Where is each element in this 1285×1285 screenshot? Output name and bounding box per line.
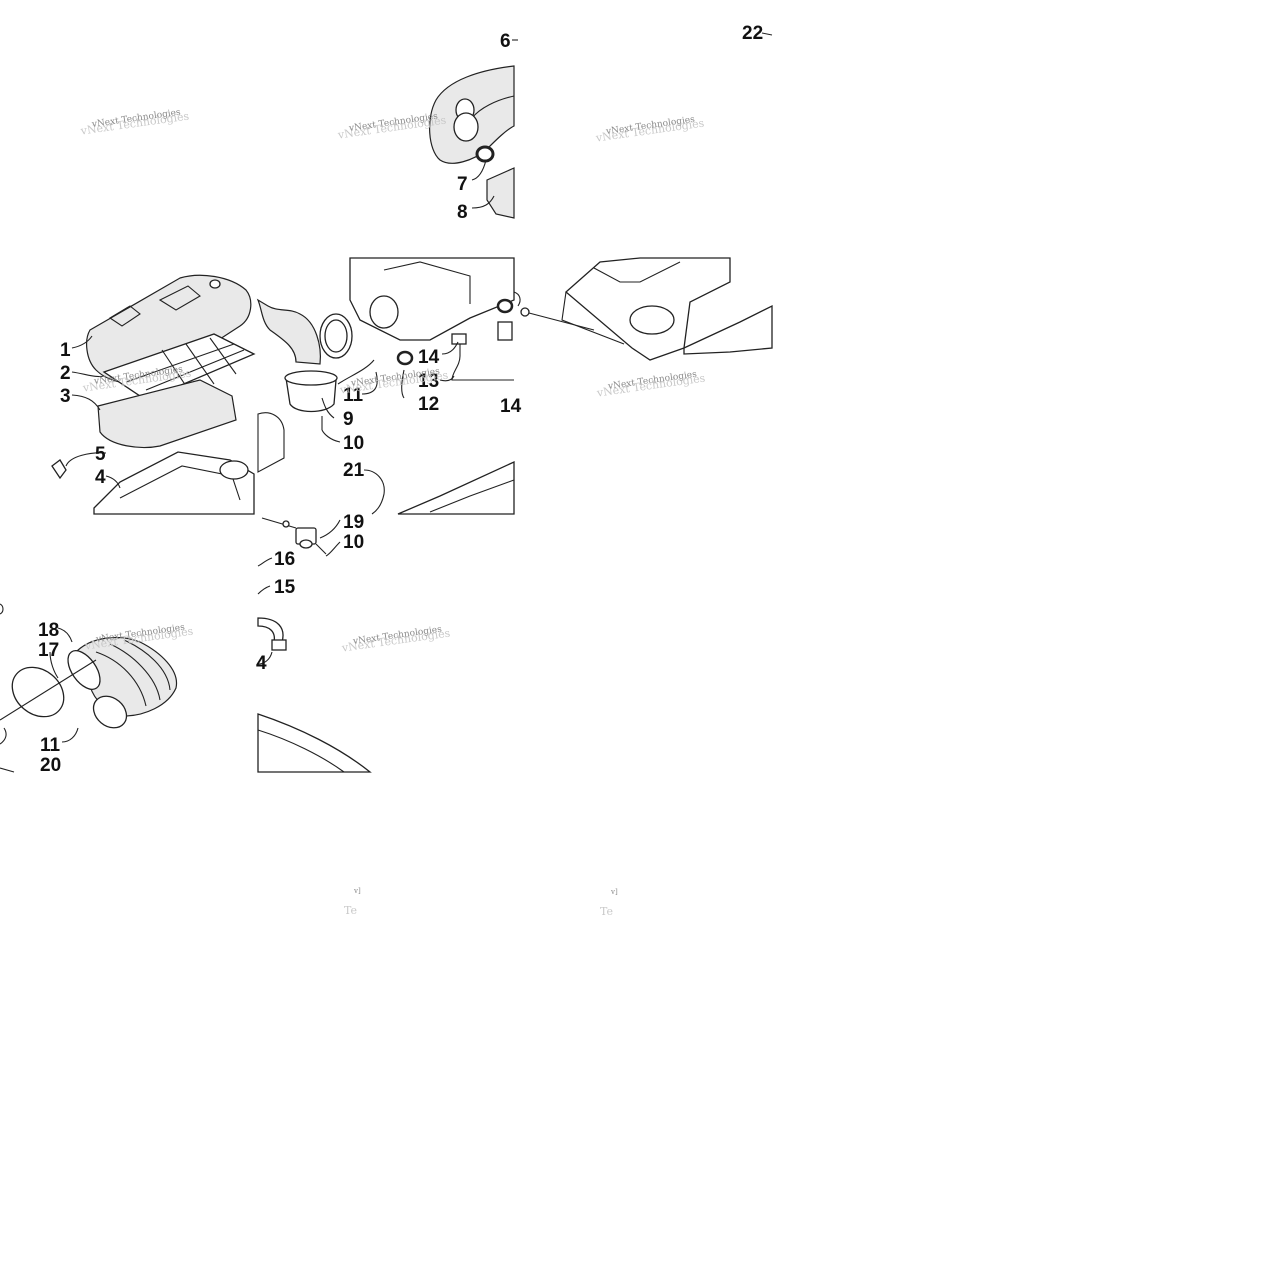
callout-4-b: 4 xyxy=(256,653,267,674)
drain-valve-part xyxy=(396,298,514,381)
callout-12: 12 xyxy=(418,394,439,415)
callout-11: 11 xyxy=(343,385,364,406)
air-duct-part xyxy=(513,257,773,361)
leader-22 xyxy=(761,32,773,36)
airbox-housing-part xyxy=(349,257,515,341)
intake-elbow-part xyxy=(256,298,353,365)
callout-5: 5 xyxy=(95,444,106,465)
callout-8: 8 xyxy=(457,202,468,223)
svg-text:v]: v] xyxy=(353,887,361,895)
callout-20: 20 xyxy=(40,755,61,776)
callout-7: 7 xyxy=(457,174,468,195)
gasket-lower-part xyxy=(257,713,372,773)
callout-14-b: 14 xyxy=(500,396,522,417)
airbox-cover-part xyxy=(86,274,252,385)
callout-11-b: 11 xyxy=(40,735,61,756)
intake-boot-part xyxy=(429,39,518,219)
callout-22: 22 xyxy=(742,23,763,44)
callout-16: 16 xyxy=(274,549,295,570)
tee-fitting-part xyxy=(261,517,327,555)
callout-17: 17 xyxy=(38,640,59,661)
hose-clamp-part xyxy=(0,659,128,745)
svg-text:Te: Te xyxy=(344,904,357,917)
callout-3: 3 xyxy=(60,386,71,407)
airbox-base-part xyxy=(51,451,255,515)
filter-frame-part xyxy=(97,379,237,449)
callout-2: 2 xyxy=(60,363,71,384)
callout-21: 21 xyxy=(343,460,365,481)
callout-10-b: 10 xyxy=(343,532,364,553)
callout-13: 13 xyxy=(418,371,439,392)
callout-14: 14 xyxy=(418,347,440,368)
air-filter-part xyxy=(102,333,256,401)
callout-9: 9 xyxy=(343,409,354,430)
hose-part xyxy=(257,617,287,651)
callout-15: 15 xyxy=(274,577,296,598)
callout-19: 19 xyxy=(343,512,364,533)
callout-1: 1 xyxy=(60,340,71,361)
intake-hose-part xyxy=(67,636,178,717)
callout-4: 4 xyxy=(95,467,106,488)
coupler-boot-part xyxy=(284,370,338,430)
callout-6: 6 xyxy=(500,31,511,52)
svg-text:Te: Te xyxy=(600,905,613,918)
callout-18: 18 xyxy=(38,620,59,641)
callout-labels: 6 7 8 22 1 2 3 5 4 11 9 10 14 13 12 14 2… xyxy=(38,23,763,776)
callout-10: 10 xyxy=(343,433,364,454)
svg-text:v]: v] xyxy=(610,888,618,896)
seal-gasket-part xyxy=(397,460,515,515)
